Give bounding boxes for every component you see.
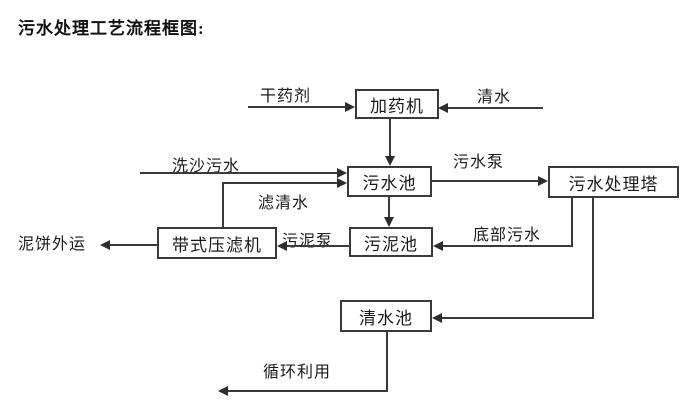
flow-line-filtered-water [222, 182, 337, 184]
arrowhead-bottom-sewage-icon [433, 241, 443, 251]
label-sewage-pump: 污水泵 [453, 154, 505, 171]
node-sewage-treatment-tower: 污水处理塔 [548, 166, 679, 198]
node-belt-filter-press: 带式压滤机 [157, 227, 277, 259]
flow-line-tower-to-clean-vertical [592, 198, 594, 319]
label-dry-chemical: 干药剂 [260, 88, 312, 105]
arrowhead-sludge-pump-icon [277, 241, 287, 251]
node-sludge-pool: 污泥池 [349, 227, 433, 257]
node-sewage-pool: 污水池 [347, 166, 432, 197]
label-filtered-water: 滤清水 [258, 195, 310, 212]
flow-line-clean-water [447, 107, 543, 109]
arrowhead-tower-to-clean-icon [432, 313, 442, 323]
label-mud-cake-outbound: 泥饼外运 [18, 236, 87, 253]
flow-line-sewage-pump [432, 180, 538, 182]
flow-line-recycling [228, 390, 388, 392]
label-clean-water: 清水 [477, 89, 512, 106]
flow-line-bottom-sewage-vertical [571, 198, 573, 247]
flow-line-sewage-to-sludge [388, 197, 390, 218]
label-bottom-sewage: 底部污水 [473, 227, 542, 244]
flow-line-sand-washing-sewage [140, 172, 337, 174]
flow-line-dosing-to-sewage [389, 119, 391, 158]
flow-line-dry-chemical [248, 106, 345, 108]
flow-line-tower-to-clean [442, 317, 594, 319]
flow-line-recycling-vertical [386, 332, 388, 392]
arrowhead-sewage-to-sludge-icon [384, 217, 394, 227]
node-dosing-machine: 加药机 [355, 89, 439, 119]
arrowhead-dosing-to-sewage-icon [385, 156, 395, 166]
arrowhead-dry-chemical-icon [345, 102, 355, 112]
node-clean-water-pool: 清水池 [340, 300, 432, 332]
arrowhead-recycling-icon [218, 386, 228, 396]
label-sand-washing-sewage: 洗沙污水 [172, 158, 241, 175]
page-title: 污水处理工艺流程框图: [18, 19, 205, 38]
arrowhead-sewage-pump-icon [538, 176, 548, 186]
flow-line-bottom-sewage [443, 245, 573, 247]
flow-line-mud-cake [110, 244, 157, 246]
label-recycling: 循环利用 [263, 364, 332, 381]
label-sludge-pump: 污泥泵 [282, 233, 334, 250]
flow-line-filtered-water-vertical [222, 182, 224, 227]
arrowhead-clean-water-icon [438, 103, 448, 113]
arrowhead-sand-washing-sewage-icon [337, 168, 347, 178]
arrowhead-filtered-water-icon [337, 178, 347, 188]
flow-line-sludge-pump [287, 245, 349, 247]
arrowhead-mud-cake-icon [100, 240, 110, 250]
